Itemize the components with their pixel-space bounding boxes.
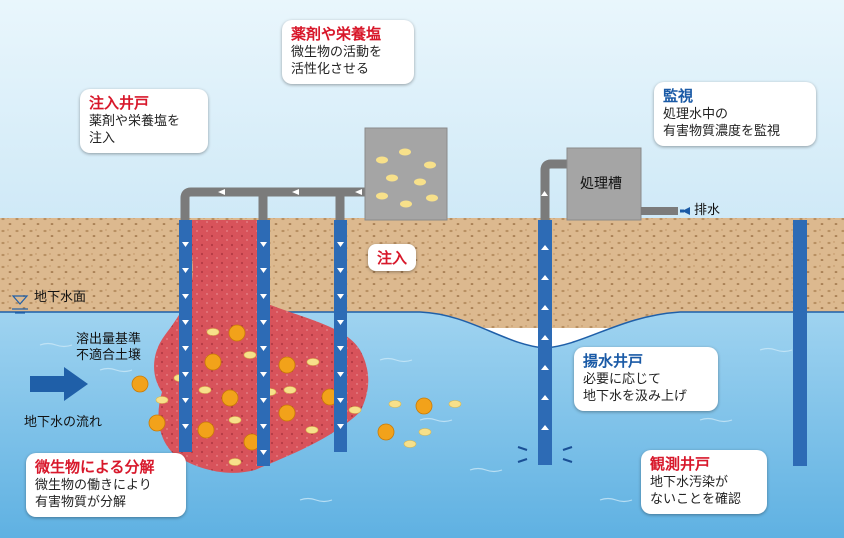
callout-injection-well: 注入井戸 薬剤や栄養塩を 注入 <box>80 89 208 153</box>
water-table-icon <box>11 295 29 314</box>
monitor-desc-2: 有害物質濃度を監視 <box>663 124 781 139</box>
callout-observation-well: 観測井戸 地下水汚染が ないことを確認 <box>641 450 767 514</box>
contaminated-soil-label-1: 溶出量基準 <box>76 332 142 347</box>
discharge-label: 排水 <box>694 203 721 218</box>
injection-piping <box>180 187 366 225</box>
injection-wells <box>179 220 347 466</box>
inject-label: 注入 <box>368 244 417 271</box>
callout-monitor: 監視 処理水中の 有害物質濃度を監視 <box>654 82 816 146</box>
nutrient-particles <box>155 328 462 466</box>
pumping-well-desc-1: 必要に応じて <box>583 372 662 387</box>
callout-chemicals: 薬剤や栄養塩 微生物の活動を 活性化させる <box>282 20 414 84</box>
decomposition-title: 微生物による分解 <box>35 458 155 476</box>
injection-well-desc-1: 薬剤や栄養塩を <box>89 114 181 129</box>
pumping-well-title: 揚水井戸 <box>583 352 644 370</box>
decomposition-desc-2: 有害物質が分解 <box>35 495 127 510</box>
treatment-tank-label: 処理槽 <box>580 176 622 192</box>
chemicals-desc-1: 微生物の活動を <box>291 45 383 60</box>
decomposition-desc-1: 微生物の働きにより <box>35 478 152 493</box>
callout-decomposition: 微生物による分解 微生物の働きにより 有害物質が分解 <box>26 453 186 517</box>
chemicals-title: 薬剤や栄養塩 <box>291 25 382 43</box>
observation-well <box>793 220 807 466</box>
chemical-tank <box>364 127 448 221</box>
observation-well-title: 観測井戸 <box>650 455 711 473</box>
soil-layer <box>0 218 844 328</box>
chemicals-desc-2: 活性化させる <box>291 62 370 77</box>
injection-well-desc-2: 注入 <box>89 131 116 146</box>
observation-well-desc-2: ないことを確認 <box>650 492 742 507</box>
monitor-title: 監視 <box>663 87 694 105</box>
callout-pumping-well: 揚水井戸 必要に応じて 地下水を汲み上げ <box>574 347 718 411</box>
monitor-desc-1: 処理水中の <box>663 107 729 122</box>
groundwater-flow-label: 地下水の流れ <box>24 415 103 430</box>
injection-well-title: 注入井戸 <box>89 94 150 112</box>
water-table-label: 地下水面 <box>34 290 87 305</box>
pumping-system <box>517 147 690 465</box>
pumping-well-desc-2: 地下水を汲み上げ <box>583 389 688 404</box>
contaminated-soil-label-2: 不適合土壌 <box>76 348 142 363</box>
flow-arrow-icon <box>30 367 88 401</box>
observation-well-desc-1: 地下水汚染が <box>650 475 729 490</box>
